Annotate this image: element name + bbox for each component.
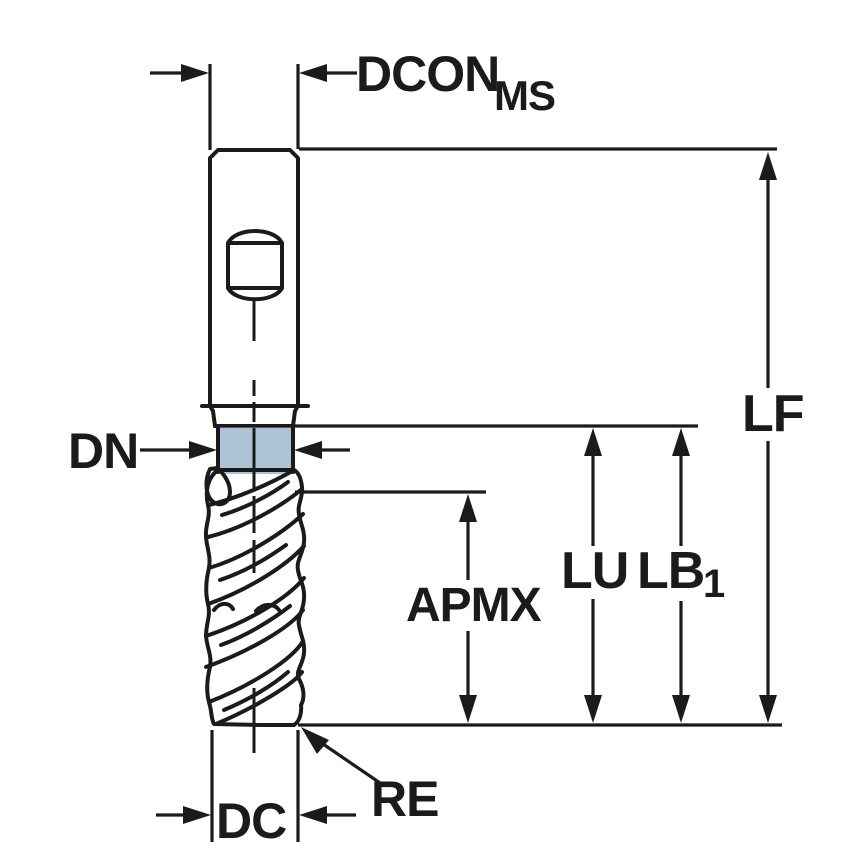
label-dcon: DCON (356, 46, 499, 102)
tool-body (200, 148, 310, 753)
dimension-dn: DN (68, 423, 350, 479)
dc-extension-lines (210, 730, 300, 842)
flute-start-lobe (204, 466, 232, 507)
lf-arrowhead-down (759, 695, 777, 723)
label-apmx: APMX (406, 579, 542, 632)
dn-arrowhead-left (189, 441, 217, 459)
neck-edges (216, 424, 295, 474)
label-lu: LU (561, 542, 628, 600)
dcon-arrowhead-right (299, 64, 327, 82)
lb1-arrowhead-down (672, 695, 690, 723)
lu-arrowhead-up (584, 428, 602, 456)
dcon-arrowhead-left (181, 64, 209, 82)
dimension-dcon-ms: DCON MS (150, 46, 556, 150)
shank (208, 148, 300, 408)
re-arrowhead (301, 727, 329, 754)
dc-arrowhead-right (299, 806, 327, 824)
dc-arrowhead-left (183, 806, 211, 824)
re-leader-line (322, 742, 384, 787)
apmx-arrowhead-up (459, 494, 477, 522)
apmx-arrowhead-down (459, 695, 477, 723)
lb1-arrowhead-up (672, 428, 690, 456)
dimension-lf: LF (742, 152, 805, 723)
label-re: RE (371, 771, 438, 827)
dimension-lu: LU (561, 428, 629, 723)
label-lb: LB (637, 542, 704, 600)
label-dn: DN (68, 423, 138, 479)
label-lb-subscript: 1 (703, 562, 725, 606)
label-dc: DC (216, 793, 286, 849)
dn-arrowhead-right (294, 441, 322, 459)
label-dcon-subscript: MS (494, 72, 555, 119)
lu-arrowhead-down (584, 695, 602, 723)
dimension-re: RE (301, 727, 439, 827)
dimension-dc: DC (156, 730, 356, 849)
label-lf: LF (742, 385, 804, 443)
centerline (248, 298, 260, 753)
weldon-flat-chords (226, 241, 284, 290)
dcon-extension-lines (208, 64, 300, 150)
lf-arrowhead-up (759, 152, 777, 180)
dimension-apmx: APMX (406, 494, 543, 723)
dimension-lb1: LB 1 (637, 428, 725, 723)
